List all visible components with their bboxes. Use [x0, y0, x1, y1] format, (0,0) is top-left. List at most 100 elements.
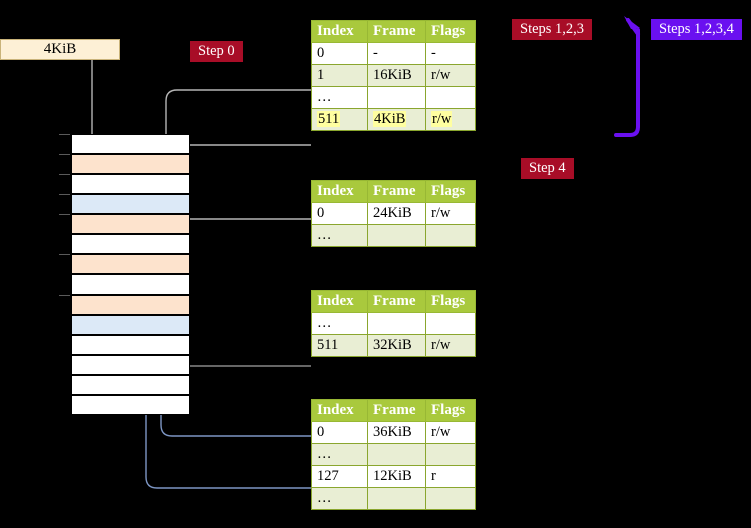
column-header-index: Index [311, 399, 368, 422]
cell-index: … [311, 86, 368, 109]
cell-frame: 36KiB [367, 421, 426, 444]
page-table-row[interactable]: … [311, 224, 476, 247]
cell-index: … [311, 443, 368, 466]
cell-flags [425, 487, 476, 510]
memory-frame-row [71, 154, 190, 175]
memory-frame-row [71, 274, 190, 295]
cell-flags: r/w [425, 108, 476, 131]
cell-frame: - [367, 42, 426, 65]
cell-flags: r/w [425, 421, 476, 444]
column-header-flags: Flags [425, 180, 476, 203]
highlighted-value: 511 [317, 111, 341, 127]
cell-flags [425, 312, 476, 335]
cell-frame: 32KiB [367, 334, 426, 357]
memory-tick-mark [59, 214, 70, 216]
purple-bracket-arrow [614, 16, 640, 137]
wire-table1-row1 [165, 89, 311, 214]
cell-flags: r/w [425, 202, 476, 225]
page-table-row[interactable]: … [311, 86, 476, 109]
cell-index: … [311, 312, 368, 335]
memory-frame-row [71, 314, 190, 335]
memory-frame-row [71, 374, 190, 395]
memory-tick-mark [59, 254, 70, 256]
size-label-box: 4KiB [0, 39, 120, 60]
column-header-frame: Frame [367, 290, 426, 313]
page-table-row[interactable]: … [311, 312, 476, 335]
cell-index: 0 [311, 421, 368, 444]
cell-frame [367, 312, 426, 335]
cell-frame: 24KiB [367, 202, 426, 225]
cell-frame [367, 443, 426, 466]
cell-frame [367, 224, 426, 247]
memory-tick-mark [59, 294, 70, 296]
cell-index: 511 [311, 334, 368, 357]
column-header-index: Index [311, 180, 368, 203]
wire-table2-row0 [177, 218, 311, 254]
cell-index: 0 [311, 202, 368, 225]
page-table-row[interactable]: … [311, 487, 476, 510]
cell-flags [425, 86, 476, 109]
column-header-index: Index [311, 20, 368, 43]
column-header-frame: Frame [367, 180, 426, 203]
memory-tick-mark [59, 134, 70, 135]
cell-frame [367, 487, 426, 510]
wire-table3-row511 [168, 301, 311, 367]
column-header-flags: Flags [425, 290, 476, 313]
column-header-frame: Frame [367, 399, 426, 422]
memory-frame-row [71, 334, 190, 355]
memory-frame-row [71, 174, 190, 195]
step-tag-steps123: Steps 1,2,3 [512, 19, 593, 41]
cell-flags: r/w [425, 334, 476, 357]
memory-frame-row [71, 254, 190, 275]
cell-frame [367, 86, 426, 109]
memory-frame-row [71, 354, 190, 375]
page-table-row[interactable]: … [311, 443, 476, 466]
memory-frame-row [71, 214, 190, 235]
step-tag-step0: Step 0 [190, 41, 243, 63]
step-tag-steps1234: Steps 1,2,3,4 [651, 19, 742, 41]
memory-frame-row [71, 394, 190, 415]
page-table-row[interactable]: 511 4KiB r/w [311, 108, 476, 131]
column-header-flags: Flags [425, 399, 476, 422]
cell-frame: 12KiB [367, 465, 426, 488]
memory-tick-mark [59, 174, 70, 176]
cell-frame: 16KiB [367, 64, 426, 87]
highlighted-value: r/w [431, 111, 453, 127]
column-header-flags: Flags [425, 20, 476, 43]
memory-tick-mark [59, 194, 70, 196]
cell-flags: - [425, 42, 476, 65]
memory-frame-row [71, 194, 190, 215]
size-label-text: 4KiB [43, 41, 77, 57]
memory-column [59, 134, 190, 415]
cell-flags: r [425, 465, 476, 488]
cell-flags: r/w [425, 64, 476, 87]
cell-index: 1 [311, 64, 368, 87]
memory-tick-mark [59, 154, 70, 156]
cell-index: … [311, 487, 368, 510]
wire-table4-row0 [154, 326, 311, 437]
cell-frame: 4KiB [367, 108, 426, 131]
memory-frame-row [71, 134, 190, 155]
cell-index: 511 [311, 108, 368, 131]
column-header-index: Index [311, 290, 368, 313]
page-table-row[interactable]: 0-- [311, 42, 476, 65]
memory-frame-row [71, 294, 190, 315]
cell-flags [425, 443, 476, 466]
memory-frame-row [71, 234, 190, 255]
cell-index: 0 [311, 42, 368, 65]
cell-index: 127 [311, 465, 368, 488]
column-header-frame: Frame [367, 20, 426, 43]
highlighted-value: 4KiB [373, 111, 407, 127]
step-tag-step4: Step 4 [521, 158, 574, 180]
cell-index: … [311, 224, 368, 247]
cell-flags [425, 224, 476, 247]
